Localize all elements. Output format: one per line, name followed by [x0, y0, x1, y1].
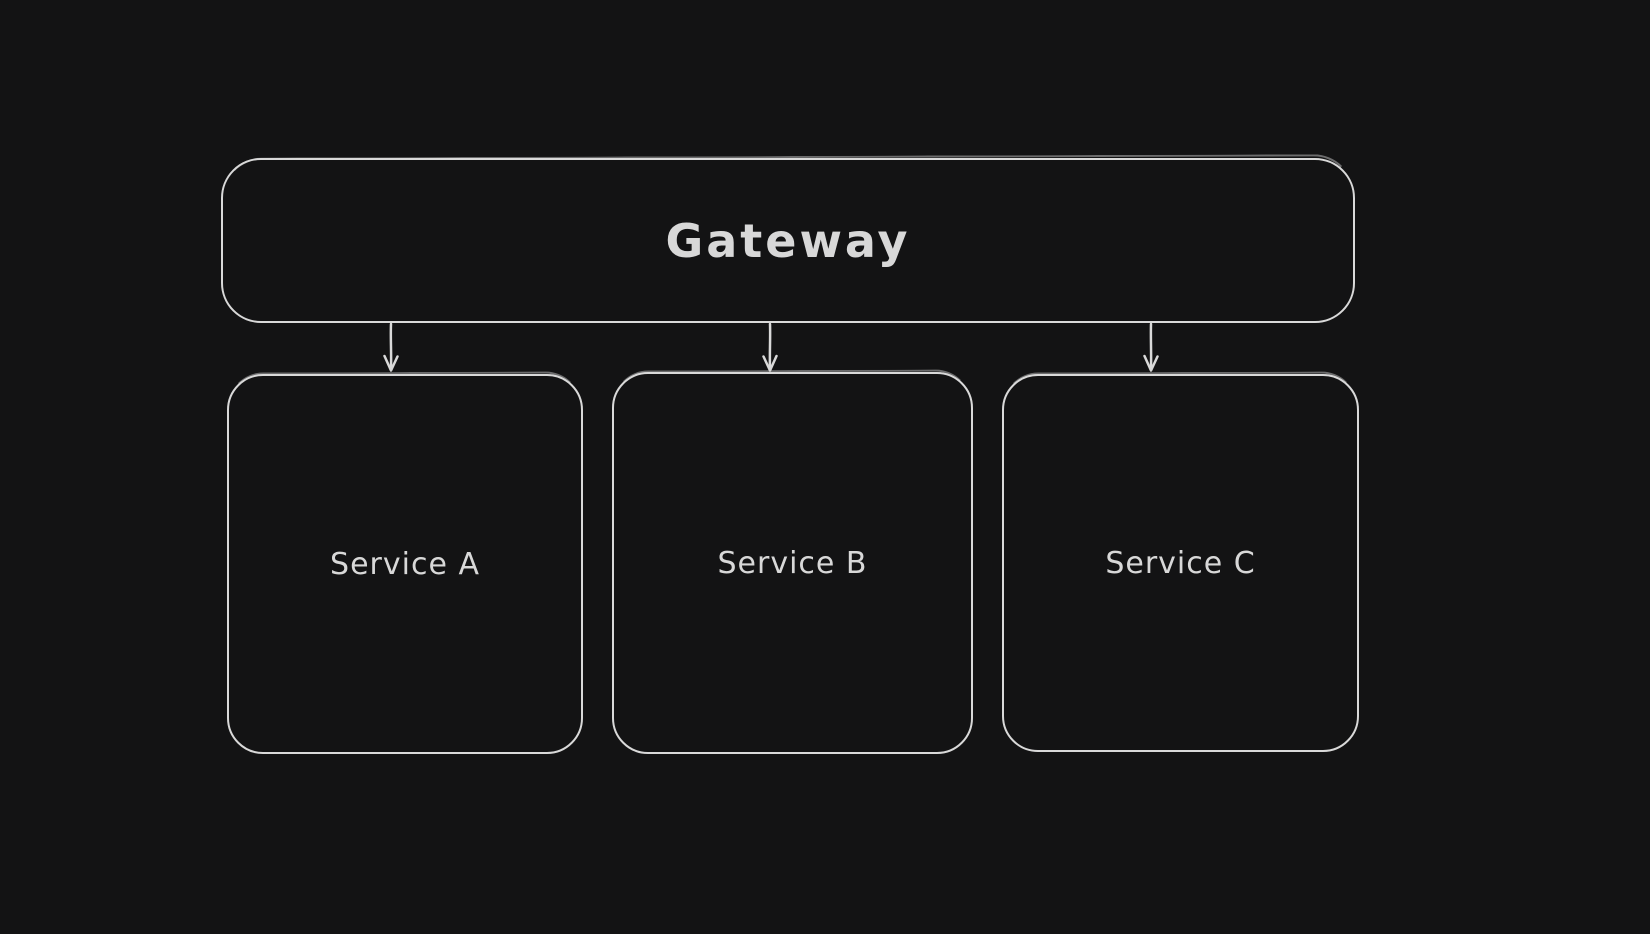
- arrowhead-down-icon: [762, 354, 778, 372]
- arrowhead-down-icon: [383, 354, 399, 372]
- node-service-a[interactable]: Service A: [227, 374, 583, 754]
- service-c-label: Service C: [1105, 545, 1256, 581]
- node-service-c[interactable]: Service C: [1002, 374, 1359, 752]
- arrow-gateway-to-service-b[interactable]: [758, 322, 782, 377]
- arrowhead-down-icon: [1143, 354, 1159, 372]
- node-gateway[interactable]: Gateway: [221, 158, 1355, 323]
- gateway-label: Gateway: [665, 213, 911, 268]
- arrow-gateway-to-service-a[interactable]: [379, 322, 403, 377]
- node-service-b[interactable]: Service B: [612, 372, 973, 754]
- service-a-label: Service A: [330, 546, 480, 582]
- service-b-label: Service B: [717, 545, 868, 581]
- arrow-gateway-to-service-c[interactable]: [1139, 322, 1163, 377]
